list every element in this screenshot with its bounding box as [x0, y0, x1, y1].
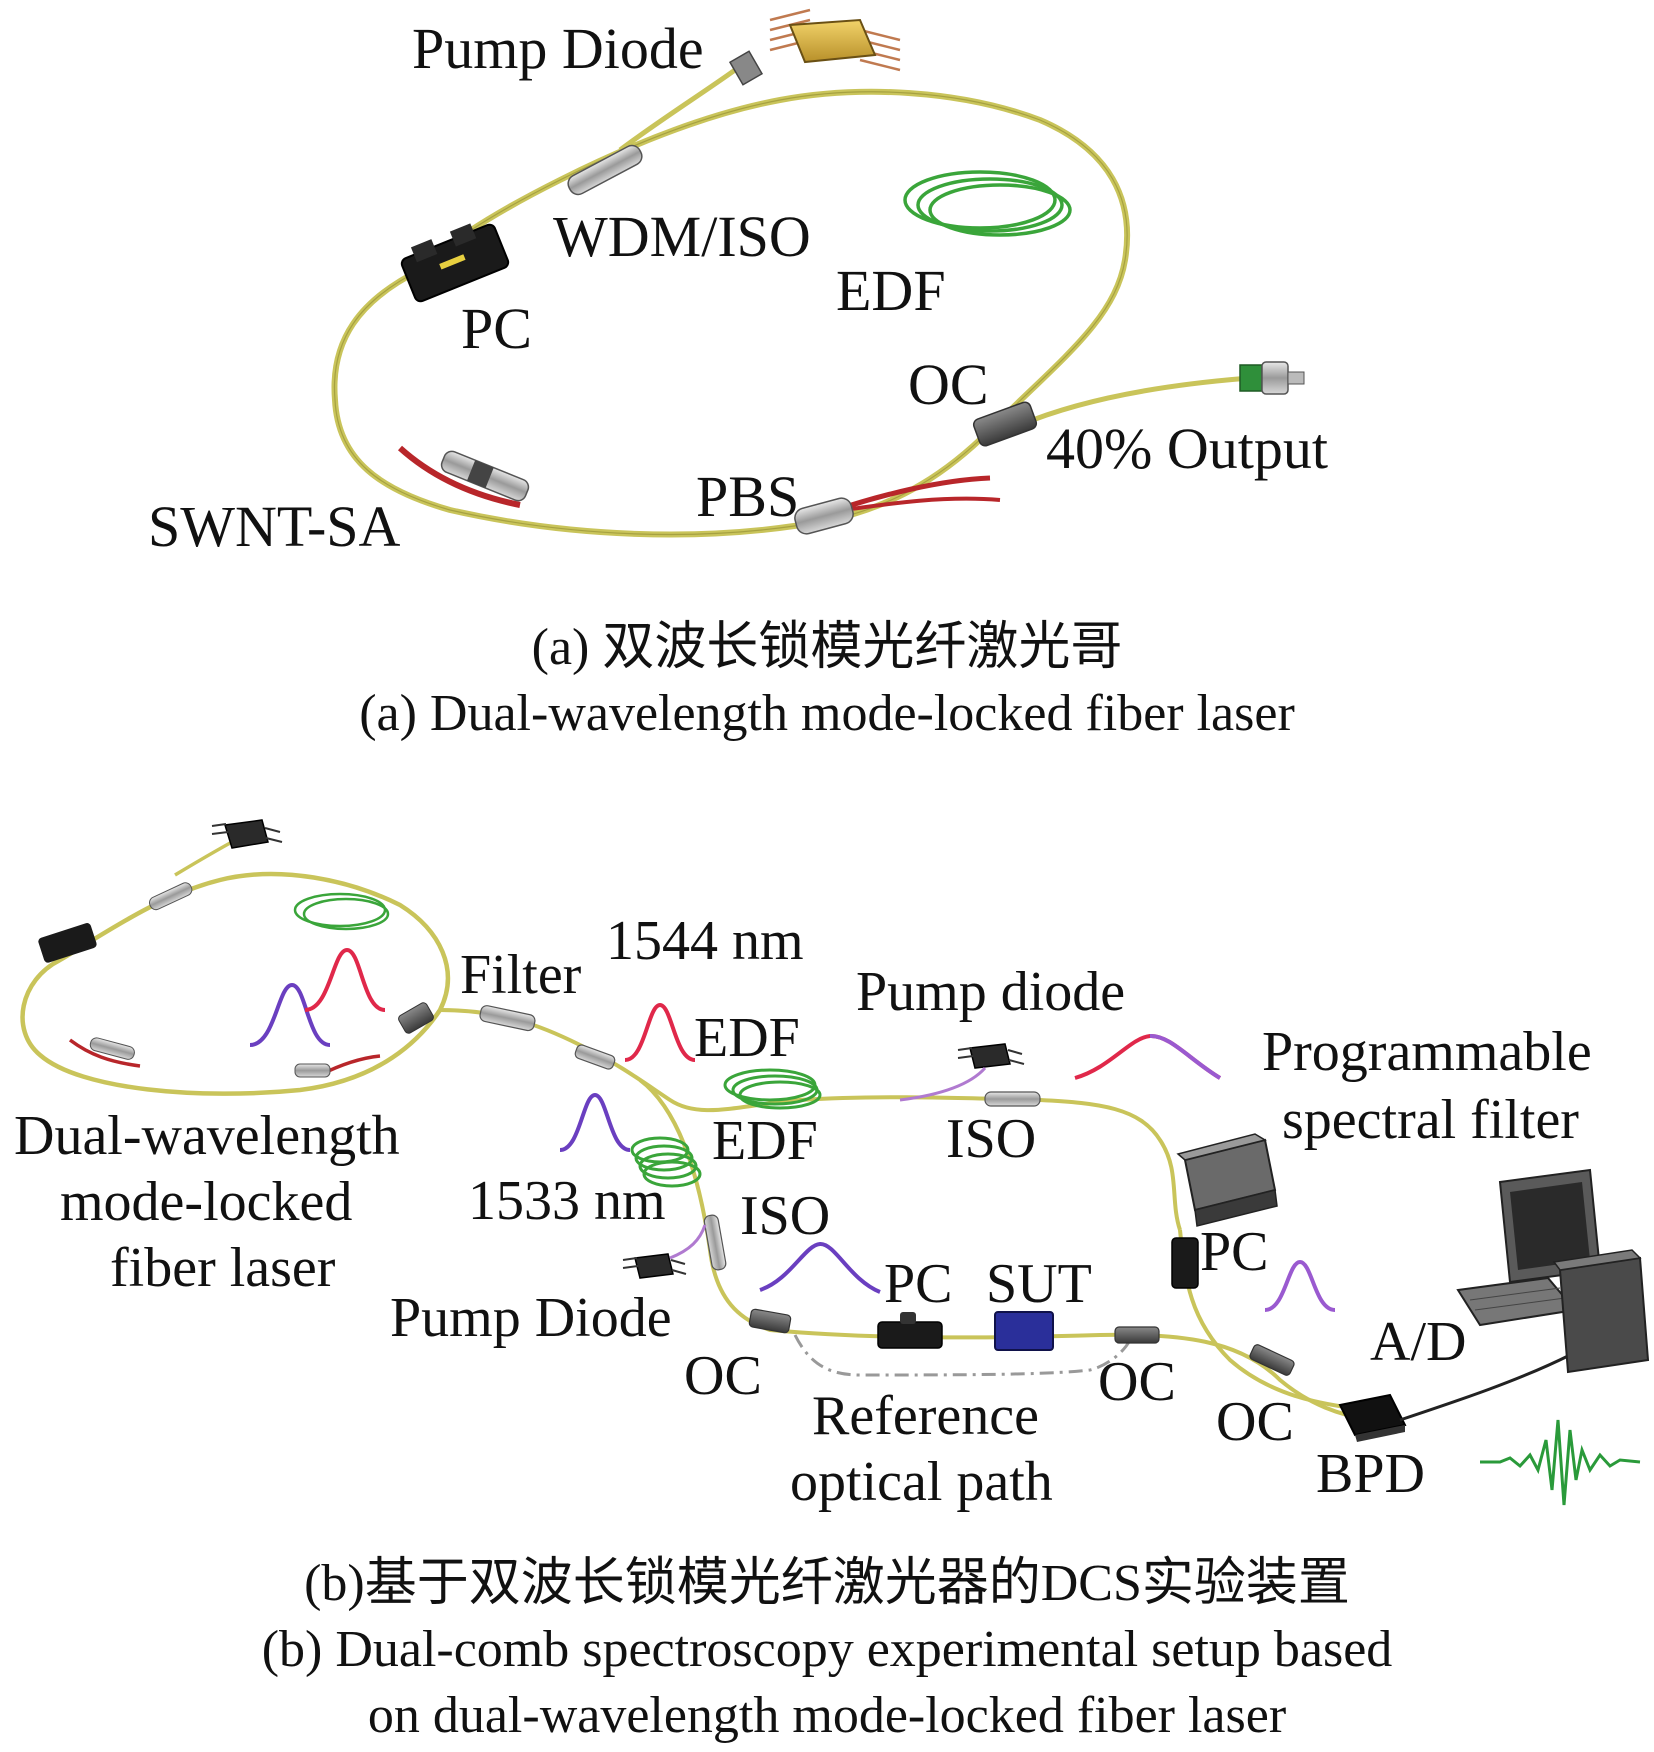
- panel-b-laser-wdm-icon: [148, 882, 193, 911]
- computer-icon: [1456, 1168, 1650, 1374]
- filter-component: [479, 1005, 536, 1032]
- panel-b-laser-pbs-icon: [294, 1063, 331, 1078]
- wdm-iso-component: [567, 144, 643, 196]
- label-oc-a: OC: [908, 352, 989, 417]
- edf-coil-b-top: [723, 1068, 822, 1110]
- caption-a-en: (a) Dual-wavelength mode-locked fiber la…: [359, 685, 1295, 742]
- output-connector-icon: [1239, 361, 1305, 395]
- label-filter: Filter: [460, 944, 582, 1006]
- panel-b-laser-pump-icon: [211, 819, 283, 849]
- caption-b-en-2: on dual-wavelength mode-locked fiber las…: [367, 1687, 1287, 1744]
- iso-b-mid-icon: [703, 1214, 727, 1271]
- label-pc-a: PC: [461, 296, 532, 361]
- caption-a-cn: (a) 双波长锁模光纤激光哥: [531, 619, 1123, 676]
- pump-diode-b-top-icon: [899, 1043, 1025, 1102]
- caption-b-en-1: (b) Dual-comb spectroscopy experimental …: [261, 1621, 1393, 1678]
- panel-b-laser-edf-icon: [293, 892, 390, 931]
- label-swnt-sa: SWNT-SA: [148, 494, 401, 559]
- pulse-prog-red: [1074, 1033, 1222, 1080]
- label-dual-2: mode-locked: [60, 1171, 353, 1233]
- label-1533nm: 1533 nm: [468, 1170, 666, 1232]
- reference-path-line: [793, 1334, 1132, 1377]
- pbs-component: [794, 497, 854, 535]
- label-pbs: PBS: [696, 464, 800, 529]
- splitter-component: [574, 1044, 616, 1070]
- pump-diode-icon: [728, 8, 901, 86]
- label-oc-b-mid: OC: [1098, 1351, 1176, 1413]
- swnt-sa-component: [440, 450, 530, 502]
- panel-b-laser-oc-icon: [398, 1002, 434, 1034]
- label-edf-b-mid: EDF: [712, 1110, 818, 1172]
- oc-b-mid-icon: [1114, 1326, 1160, 1344]
- label-edf-b-top: EDF: [694, 1007, 800, 1069]
- pc-b-mid-icon: [877, 1312, 943, 1349]
- label-ad: A/D: [1370, 1311, 1467, 1373]
- label-bpd: BPD: [1316, 1443, 1425, 1505]
- label-reference-2: optical path: [790, 1451, 1053, 1513]
- label-dual-1: Dual-wavelength: [14, 1105, 400, 1167]
- label-pump-diode-b-bottom: Pump Diode: [390, 1287, 672, 1349]
- pulse-mid-purple: [759, 1242, 881, 1294]
- pulse-purple-1: [249, 982, 331, 1047]
- iso-b-top-icon: [984, 1091, 1041, 1107]
- label-pump-diode-a: Pump Diode: [412, 16, 704, 81]
- pulse-red-1544: [624, 1002, 696, 1062]
- oc-b-left-icon: [748, 1308, 792, 1334]
- label-pc-b-mid: PC: [884, 1253, 953, 1315]
- pulse-prog-purple: [1149, 1033, 1222, 1080]
- label-pc-b-right: PC: [1200, 1221, 1269, 1283]
- pulse-red-1: [304, 947, 386, 1012]
- oc-b-right-icon: [1249, 1344, 1295, 1376]
- bpd-icon: [1338, 1353, 1571, 1442]
- label-programmable-2: spectral filter: [1282, 1089, 1579, 1151]
- oc-component-a: [972, 401, 1038, 447]
- label-reference-1: Reference: [812, 1385, 1039, 1447]
- panel-b-laser-loop: [20, 833, 451, 1096]
- pulse-right-purple: [1264, 1259, 1336, 1312]
- edf-coil-b-mid: [630, 1136, 702, 1188]
- caption-b-cn: (b)基于双波长锁模光纤激光器的DCS实验装置: [304, 1555, 1350, 1612]
- label-oc-b-left: OC: [684, 1345, 762, 1407]
- panel-b-laser-pc-icon: [38, 923, 97, 963]
- pump-diode-b-bottom-icon: [622, 1224, 707, 1279]
- pc-b-right-icon: [1171, 1237, 1199, 1289]
- panel-b-laser-sa-icon: [89, 1037, 135, 1060]
- label-dual-3: fiber laser: [110, 1237, 336, 1299]
- label-pump-diode-b-top: Pump diode: [856, 961, 1126, 1023]
- label-iso-b-mid: ISO: [740, 1185, 831, 1247]
- label-wdm-iso: WDM/ISO: [553, 204, 811, 269]
- label-edf-a: EDF: [836, 258, 946, 323]
- edf-coil-a: [903, 170, 1072, 237]
- label-oc-b-right: OC: [1216, 1391, 1294, 1453]
- label-sut: SUT: [986, 1253, 1092, 1315]
- programmable-filter-icon: [1176, 1133, 1278, 1227]
- label-output: 40% Output: [1046, 416, 1328, 481]
- sut-icon: [994, 1311, 1054, 1351]
- label-iso-b-top: ISO: [946, 1108, 1037, 1170]
- interferogram-signal: [1480, 1419, 1641, 1506]
- label-programmable-1: Programmable: [1262, 1021, 1592, 1083]
- label-1544nm: 1544 nm: [606, 910, 804, 972]
- pulse-purple-1533: [559, 1092, 631, 1152]
- pc-component-a: [400, 223, 510, 303]
